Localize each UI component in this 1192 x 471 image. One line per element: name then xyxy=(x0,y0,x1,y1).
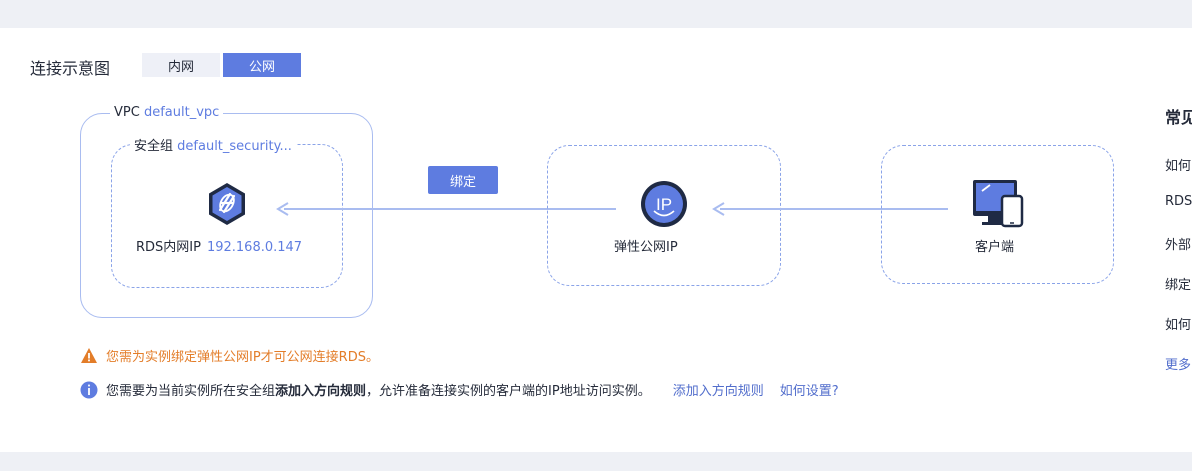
faq-more-link[interactable]: 更多 xyxy=(1165,358,1192,373)
bottom-band xyxy=(0,452,1192,471)
security-group-name: default_security... xyxy=(177,139,292,154)
faq-item[interactable]: 如何 xyxy=(1165,159,1192,174)
rds-ip-prefix: RDS内网IP xyxy=(136,240,201,255)
security-group-label: 安全组 default_security... xyxy=(130,135,296,154)
monitor-phone-icon xyxy=(970,178,1026,230)
eip-icon: IP xyxy=(640,180,688,228)
faq-item[interactable]: 绑定 xyxy=(1165,278,1192,293)
warning-text: 您需为实例绑定弹性公网IP才可公网连接RDS。 xyxy=(106,350,379,365)
info-text-pre: 您需要为当前实例所在安全组 xyxy=(106,384,276,399)
database-icon xyxy=(204,181,250,227)
warning-notice: 您需为实例绑定弹性公网IP才可公网连接RDS。 xyxy=(80,346,379,365)
info-text-post: ，允许准备连接实例的客户端的IP地址访问实例。 xyxy=(366,384,651,399)
faq-item[interactable]: RDS xyxy=(1165,194,1192,209)
faq-title: 常见 xyxy=(1165,108,1192,127)
eip-label: 弹性公网IP xyxy=(614,240,678,255)
arrow-client-to-eip xyxy=(710,200,950,218)
faq-item[interactable]: 如何 xyxy=(1165,318,1192,333)
section-title: 连接示意图 xyxy=(30,59,111,78)
add-inbound-rule-link[interactable]: 添加入方向规则 xyxy=(672,384,764,399)
tab-intranet[interactable]: 内网 xyxy=(142,53,220,77)
info-notice: 您需要为当前实例所在安全组添加入方向规则，允许准备连接实例的客户端的IP地址访问… xyxy=(80,380,839,399)
arrow-eip-to-rds xyxy=(274,200,618,218)
svg-text:IP: IP xyxy=(656,195,672,214)
client-label: 客户端 xyxy=(975,240,1015,255)
bind-button[interactable]: 绑定 xyxy=(428,166,498,194)
tab-public[interactable]: 公网 xyxy=(223,53,301,77)
faq-item[interactable]: 外部 xyxy=(1165,238,1192,253)
info-icon xyxy=(80,381,98,399)
how-to-set-link[interactable]: 如何设置? xyxy=(779,384,839,399)
security-group-prefix: 安全组 xyxy=(134,139,174,154)
rds-ip-label: RDS内网IP 192.168.0.147 xyxy=(136,236,302,255)
vpc-container xyxy=(80,113,373,318)
vpc-label: VPC default_vpc xyxy=(110,105,224,120)
rds-ip-value: 192.168.0.147 xyxy=(206,240,303,255)
warning-icon xyxy=(80,347,98,365)
vpc-prefix: VPC xyxy=(114,105,140,120)
vpc-name: default_vpc xyxy=(143,105,220,120)
eip-container xyxy=(547,145,781,286)
info-text-bold: 添加入方向规则 xyxy=(275,384,367,399)
connection-diagram-card xyxy=(0,28,1192,452)
client-container xyxy=(881,145,1114,284)
top-band xyxy=(0,0,1192,12)
